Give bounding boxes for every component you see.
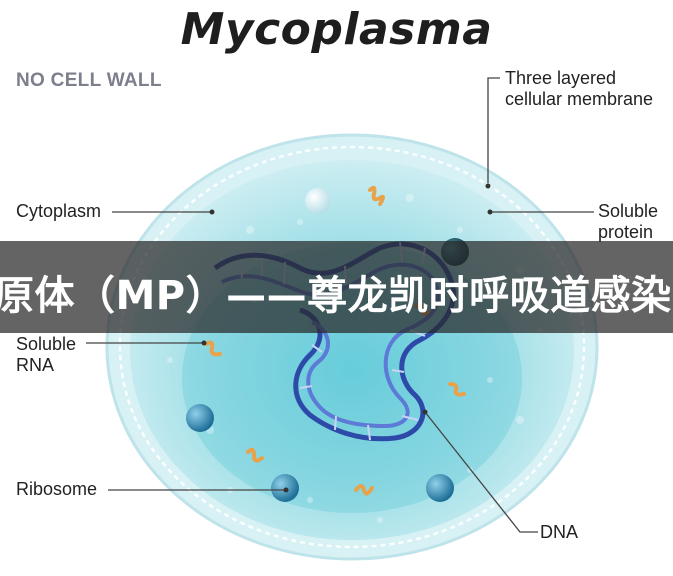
membrane-leader-line: [487, 77, 500, 183]
dna-label: DNA: [540, 522, 579, 542]
ribosome-label: Ribosome: [16, 479, 98, 499]
dna-leader-line: [424, 411, 538, 533]
leader-dots: [201, 183, 493, 493]
cytoplasm-label: Cytoplasm: [16, 201, 102, 221]
leader-lines: [86, 77, 594, 533]
cell-membrane-layer: [118, 145, 586, 549]
protein-label: Soluble protein: [598, 201, 658, 243]
ribosome: [186, 404, 214, 432]
rna-label-line2: RNA: [16, 355, 55, 375]
membrane-label-line1: Three layered: [505, 68, 617, 88]
membrane-label: Three layered cellular membrane: [505, 68, 653, 110]
membrane-label-line2: cellular membrane: [505, 89, 654, 109]
caption-banner-text: 原体（MP）——尊龙凯时呼吸道感染: [0, 273, 672, 319]
soluble-protein-particle: [305, 188, 331, 214]
caption-banner: 原体（MP）——尊龙凯时呼吸道感染: [0, 241, 673, 333]
diagram-title: Mycoplasma: [180, 4, 493, 55]
protein-label-line2: protein: [598, 222, 654, 242]
protein-label-line1: Soluble: [598, 201, 659, 221]
rna-label: Soluble RNA: [16, 334, 76, 376]
no-cell-wall-note: NO CELL WALL: [16, 70, 162, 91]
rna-label-line1: Soluble: [16, 334, 77, 354]
ribosome: [426, 474, 454, 502]
